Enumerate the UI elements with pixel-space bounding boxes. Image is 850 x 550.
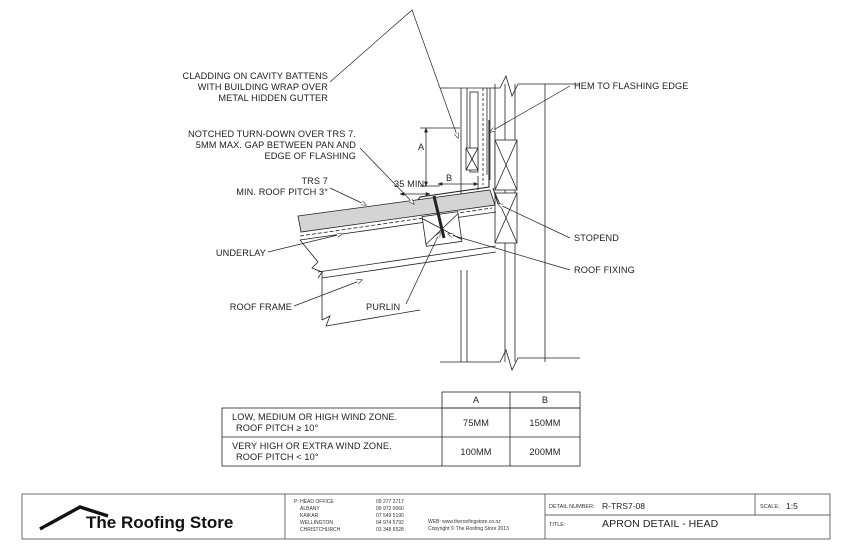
title-block-fields: DETAIL NUMBER: R-TRS7-08 SCALE: 1:5 TITL… (549, 501, 798, 530)
office-1-name: ALBANY (300, 506, 320, 512)
table-row1-condition-line1: LOW, MEDIUM OR HIGH WIND ZONE. (232, 412, 397, 422)
table-header-a: A (473, 395, 480, 405)
drawing-title: APRON DETAIL - HEAD (602, 518, 719, 530)
trs-callout-line2: MIN. ROOF PITCH 3° (236, 187, 328, 197)
dimension-b-label: B (446, 173, 452, 183)
wind-zone-table-text: A B LOW, MEDIUM OR HIGH WIND ZONE. ROOF … (232, 395, 560, 462)
office-3-name: WELLINGTON (300, 520, 333, 526)
office-list: P: HEAD OFFICE 09 277 2717 ALBANY 09 972… (294, 499, 509, 533)
scale-value: 1:5 (786, 501, 798, 511)
detail-number-value: R-TRS7-08 (602, 501, 645, 511)
office-4-phone: 03 348 6528 (376, 527, 404, 533)
trs-callout-line1: TRS 7 (301, 176, 328, 186)
detail-number-label: DETAIL NUMBER: (549, 504, 595, 510)
office-0-name: P: HEAD OFFICE (294, 499, 334, 505)
office-4-name: CHRISTCHURCH (300, 527, 341, 533)
office-0-phone: 09 277 2717 (376, 499, 404, 505)
roof-cladding (297, 189, 496, 237)
scale-label: SCALE: (760, 504, 780, 510)
office-2-phone: 07 549 5190 (376, 513, 404, 519)
table-row2-condition-line2: ROOF PITCH < 10° (236, 452, 319, 462)
table-row2-a: 100MM (460, 447, 491, 457)
dimension-35min-label: 35 MIN. (394, 179, 427, 189)
roof-frame (299, 211, 497, 327)
notched-callout-line1: NOTCHED TURN-DOWN OVER TRS 7. (188, 129, 356, 139)
roof-frame-callout: ROOF FRAME (230, 302, 292, 312)
company-name: The Roofing Store (86, 513, 233, 532)
notched-callout-line2: 5MM MAX. GAP BETWEEN PAN AND (196, 140, 356, 150)
cladding-callout-line3: METAL HIDDEN GUTTER (218, 93, 328, 103)
dimension-a-label: A (418, 142, 425, 152)
wind-zone-table (221, 391, 581, 467)
cladding-callout-line1: CLADDING ON CAVITY BATTENS (182, 71, 328, 81)
table-row2-condition-line1: VERY HIGH OR EXTRA WIND ZONE. (232, 441, 392, 451)
wall-blocking (494, 139, 518, 244)
underlay-callout: UNDERLAY (216, 248, 266, 258)
hem-callout: HEM TO FLASHING EDGE (574, 81, 688, 91)
web-address: WEB: www.theroofingstore.co.nz (428, 519, 501, 525)
table-row1-condition-line2: ROOF PITCH ≥ 10° (236, 423, 319, 433)
table-row1-a: 75MM (463, 418, 489, 428)
notched-callout-line3: EDGE OF FLASHING (265, 151, 356, 161)
table-header-b: B (542, 395, 548, 405)
title-label: TITLE: (549, 522, 566, 528)
purlin-callout: PURLIN (366, 302, 400, 312)
title-block (21, 493, 831, 540)
roof-fixing-screw (432, 195, 446, 239)
dimension-a (420, 127, 460, 187)
copyright: Copyright © The Roofing Store 2013 (428, 525, 509, 532)
roofing-store-logo: The Roofing Store (39, 505, 233, 532)
office-3-phone: 04 974 5792 (376, 520, 404, 526)
stopend-callout: STOPEND (574, 233, 619, 243)
roof-fixing-callout: ROOF FIXING (574, 265, 635, 275)
dimension-b (437, 176, 479, 190)
cladding-cavity-batten (465, 88, 491, 185)
cladding-callout-line2: WITH BUILDING WRAP OVER (198, 82, 329, 92)
office-2-name: KAIKAR (300, 513, 319, 519)
table-row1-b: 150MM (529, 418, 560, 428)
office-1-phone: 09 972 0060 (376, 506, 404, 512)
apron-detail-drawing (267, 9, 580, 372)
table-row2-b: 200MM (529, 447, 560, 457)
callout-labels: CLADDING ON CAVITY BATTENS WITH BUILDING… (182, 71, 688, 312)
leader-lines (267, 9, 571, 307)
